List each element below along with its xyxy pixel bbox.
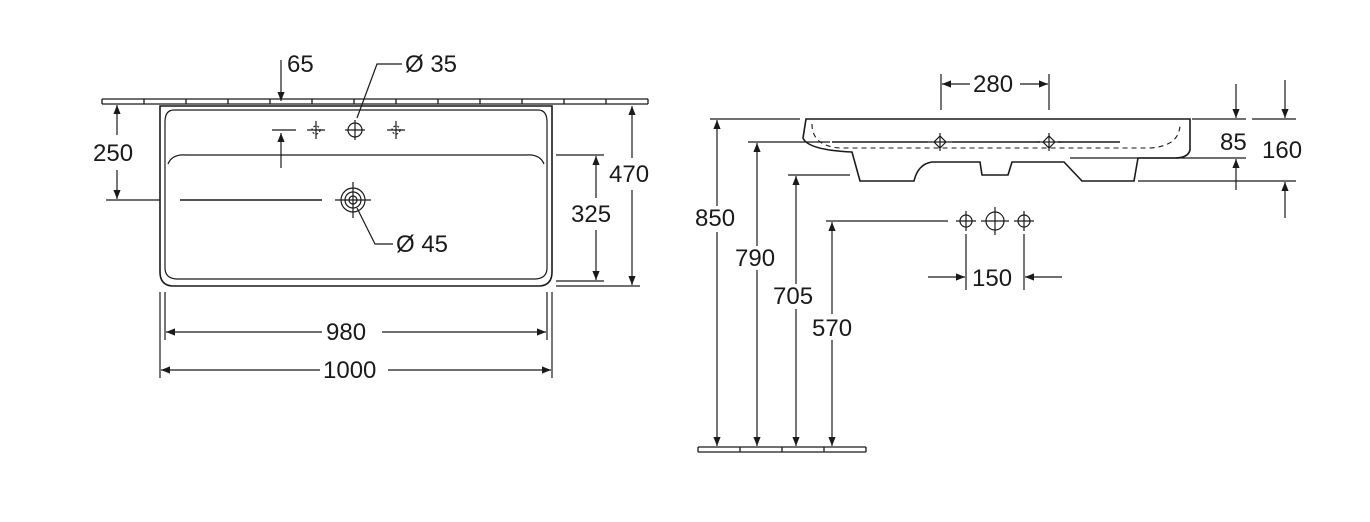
wall-line-top bbox=[101, 98, 649, 105]
dim-h-850: 850 bbox=[695, 118, 800, 446]
label-total-depth: 470 bbox=[609, 161, 649, 188]
tap-hole-side-main-icon bbox=[981, 207, 1009, 235]
tap-hole-main-icon bbox=[345, 120, 365, 140]
basin-bowl-edge bbox=[167, 154, 545, 165]
basin-inner-outline bbox=[164, 109, 548, 280]
basin-outer-outline bbox=[159, 105, 553, 287]
overflow-hole-left-icon bbox=[928, 133, 952, 151]
side-view: 280 85 160 850 bbox=[695, 71, 1302, 453]
dim-body-height: 160 bbox=[1138, 80, 1302, 218]
tap-hole-side-left-icon bbox=[956, 211, 976, 231]
label-h-790: 790 bbox=[735, 245, 775, 272]
label-inner-width: 980 bbox=[326, 319, 366, 346]
label-inner-depth: 325 bbox=[571, 201, 611, 228]
dim-tap-hole: Ø 35 bbox=[356, 51, 457, 119]
label-top-offset: 65 bbox=[287, 51, 314, 78]
label-total-width: 1000 bbox=[323, 357, 376, 384]
label-h-850: 850 bbox=[695, 205, 735, 232]
label-rim-height: 85 bbox=[1220, 129, 1247, 156]
dim-h-790: 790 bbox=[735, 141, 830, 446]
drain-icon bbox=[335, 182, 371, 218]
dim-inner-width: 980 bbox=[164, 292, 548, 346]
basin-profile bbox=[802, 118, 1191, 182]
floor-line bbox=[697, 446, 867, 453]
front-view: 65 Ø 35 250 Ø 45 325 bbox=[93, 51, 649, 384]
dim-total-depth: 470 bbox=[556, 106, 649, 287]
label-drain: Ø 45 bbox=[396, 231, 448, 258]
overflow-hole-right-icon bbox=[1037, 133, 1061, 151]
label-h-705: 705 bbox=[773, 283, 813, 310]
dim-drain: Ø 45 bbox=[356, 207, 448, 258]
dim-h-570: 570 bbox=[812, 220, 948, 446]
dim-rim-height: 85 bbox=[1070, 84, 1247, 190]
tap-hole-side-right-icon bbox=[1014, 211, 1034, 231]
label-tap-hole: Ø 35 bbox=[405, 51, 457, 78]
label-tap-depth: 250 bbox=[93, 140, 133, 167]
dim-top-offset: 65 bbox=[277, 51, 314, 168]
tap-hole-left-icon bbox=[307, 121, 325, 139]
label-h-570: 570 bbox=[812, 315, 852, 342]
label-hole-spacing: 280 bbox=[973, 71, 1013, 98]
tap-hole-right-icon bbox=[387, 121, 405, 139]
dim-tap-spacing: 150 bbox=[928, 234, 1062, 292]
dim-inner-depth: 325 bbox=[556, 154, 611, 282]
dim-h-705: 705 bbox=[773, 174, 850, 446]
label-body-height: 160 bbox=[1262, 137, 1302, 164]
dim-total-width: 1000 bbox=[159, 292, 553, 384]
dim-hole-spacing: 280 bbox=[940, 71, 1050, 110]
dim-tap-depth: 250 bbox=[93, 105, 160, 201]
label-tap-spacing: 150 bbox=[972, 265, 1012, 292]
